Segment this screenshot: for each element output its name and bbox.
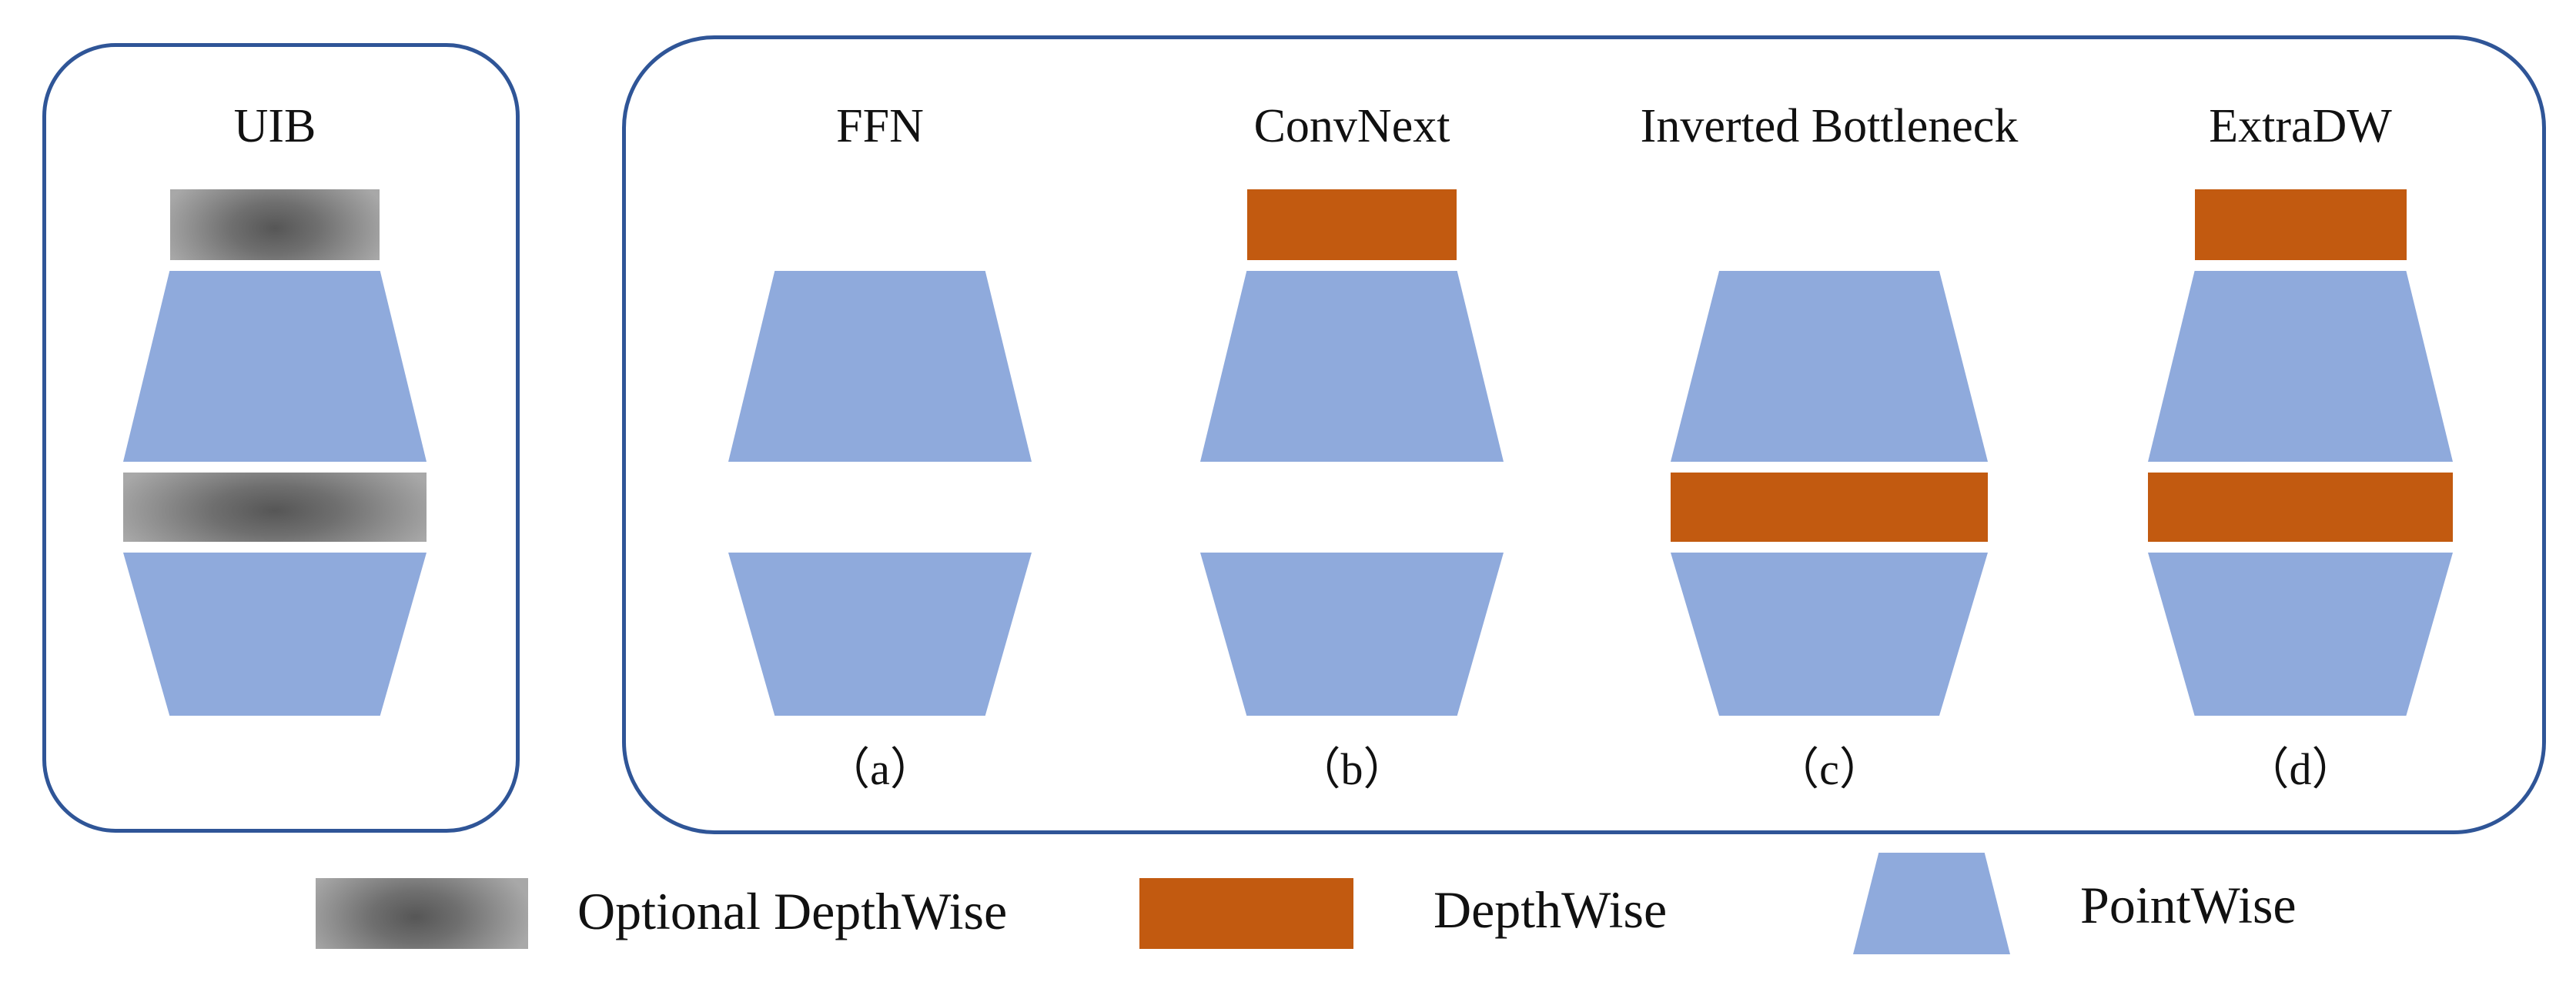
pointwise-expand-layer [728,271,1032,462]
depthwise-layer [2148,473,2453,542]
pointwise-contract-layer [1671,553,1988,716]
pointwise-label: PointWise [2080,876,2297,934]
inverted_bottleneck-caption: （c） [1775,744,1884,794]
block-variants-panel [622,35,2546,834]
pointwise-expand-layer [1200,271,1504,462]
extradw-title: ExtraDW [2209,100,2392,152]
ffn-title: FFN [836,100,924,152]
depthwise-layer [1671,473,1988,542]
pointwise-contract-layer [2148,553,2453,716]
optional-depthwise-layer [123,473,427,542]
depthwise-layer [2194,189,2407,260]
pointwise-expand-layer [123,271,427,462]
depthwise-label: DepthWise [1434,880,1668,939]
inverted_bottleneck-title: Inverted Bottleneck [1640,100,2019,152]
depthwise-swatch [1139,878,1353,949]
pointwise-expand-layer [1671,271,1988,462]
depthwise-layer [1247,189,1457,260]
pointwise-expand-layer [2148,271,2453,462]
ffn-caption: （a） [825,744,935,794]
optional-depthwise-swatch [316,878,528,949]
uib-title: UIB [233,100,316,152]
pointwise-contract-layer [1200,553,1504,716]
uib-panel [42,43,520,833]
pointwise-contract-layer [123,553,427,716]
optional-depthwise-label: Optional DepthWise [577,882,1008,940]
optional-depthwise-layer [170,189,380,260]
extradw-caption: （d） [2244,744,2357,794]
pointwise-contract-layer [728,553,1032,716]
convnext-title: ConvNext [1253,100,1450,152]
pointwise-swatch [1853,853,2010,954]
convnext-caption: （b） [1296,744,1408,794]
